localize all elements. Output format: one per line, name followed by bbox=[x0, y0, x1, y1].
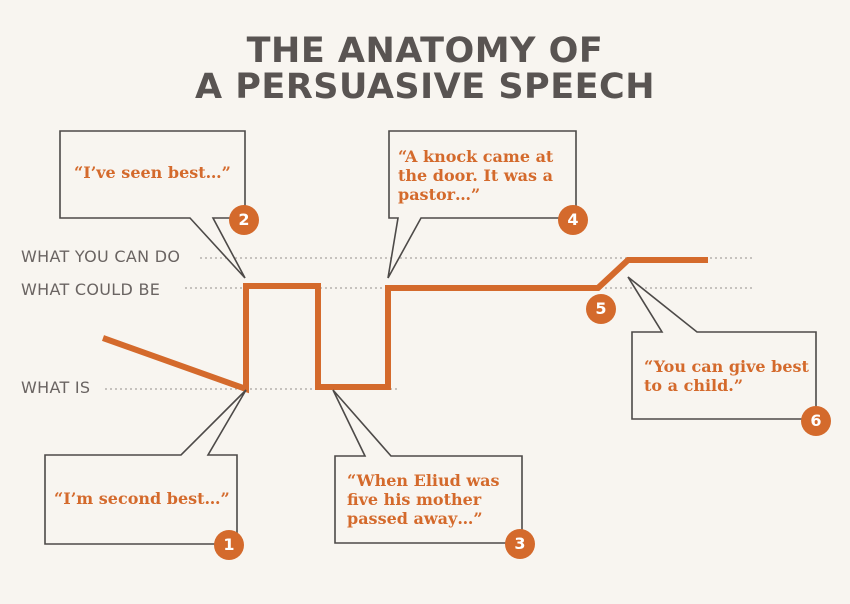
badge-3: 3 bbox=[505, 529, 535, 559]
title-line-1: THE ANATOMY OF bbox=[246, 31, 604, 71]
callout-3-line-1: “When Eliud was bbox=[347, 471, 500, 490]
level-label-what-you-can-do: WHAT YOU CAN DO bbox=[21, 247, 181, 266]
callout-3-line-2: five his mother bbox=[347, 490, 482, 509]
callout-6-text: “You can give best to a child.” bbox=[644, 357, 809, 395]
diagram-title: THE ANATOMY OF A PERSUASIVE SPEECH bbox=[0, 33, 850, 105]
callout-4-text: “A knock came at the door. It was a past… bbox=[398, 147, 553, 204]
callout-1-text: “I’m second best…” bbox=[54, 489, 230, 508]
callout-4-line-3: pastor…” bbox=[398, 185, 481, 204]
callout-6-box bbox=[627, 276, 817, 420]
callout-4-line-2: the door. It was a bbox=[398, 166, 553, 185]
callout-6-line-1: “You can give best bbox=[644, 357, 809, 376]
callout-4-line-1: “A knock came at bbox=[398, 147, 554, 166]
title-line-2: A PERSUASIVE SPEECH bbox=[195, 67, 655, 107]
callout-6-line-2: to a child.” bbox=[644, 376, 744, 395]
callout-2-text: “I’ve seen best…” bbox=[74, 163, 231, 182]
level-label-what-is: WHAT IS bbox=[21, 378, 91, 397]
badge-4: 4 bbox=[558, 205, 588, 235]
callout-3-box bbox=[332, 389, 523, 544]
badge-5: 5 bbox=[586, 294, 616, 324]
callout-3-line-3: passed away…” bbox=[347, 509, 483, 528]
badge-2: 2 bbox=[229, 205, 259, 235]
callout-1-box bbox=[44, 389, 247, 545]
badge-6: 6 bbox=[801, 406, 831, 436]
speech-contour-line bbox=[101, 257, 708, 394]
level-label-what-could-be: WHAT COULD BE bbox=[21, 280, 161, 299]
callout-3-text: “When Eliud was five his mother passed a… bbox=[347, 471, 500, 528]
badge-1: 1 bbox=[214, 530, 244, 560]
callout-2-box bbox=[59, 130, 246, 279]
callout-4-box bbox=[387, 130, 577, 279]
